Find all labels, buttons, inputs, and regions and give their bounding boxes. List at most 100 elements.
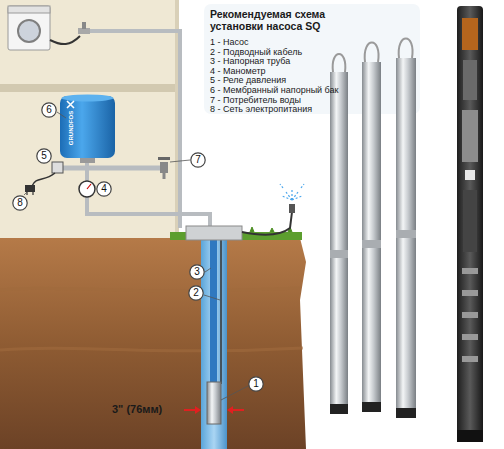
callout-number: 2 [188, 285, 204, 301]
tap [160, 162, 168, 173]
manometer-needle [87, 184, 91, 189]
riser-pipe [210, 240, 217, 382]
pump-intake [396, 230, 416, 238]
leader-line [221, 386, 248, 400]
callout-number: 7 [190, 152, 206, 168]
washing-machine [8, 6, 50, 50]
water-spray [280, 184, 304, 200]
sprinkler [289, 204, 295, 213]
machine-door [18, 20, 40, 42]
arrow-head [227, 406, 233, 414]
legend-entry: 6 - Мембранный напорный бак [210, 85, 390, 95]
machine-panel [8, 6, 50, 13]
legend-panel [204, 4, 420, 114]
cutaway-part [462, 110, 478, 162]
arrow-head [195, 406, 201, 414]
impeller [462, 268, 478, 274]
pump-photos [330, 39, 416, 419]
tap-spout [163, 173, 166, 179]
power-cord [32, 173, 55, 186]
callout-number: 3 [189, 264, 205, 280]
legend-entry: 5 - Реле давления [210, 75, 390, 85]
soil [0, 238, 306, 449]
cutaway-part [463, 60, 477, 100]
faucet-handle [82, 22, 86, 29]
machine-hose [50, 36, 80, 44]
legend-entry: 8 - Сеть электропитания [210, 104, 390, 114]
dimension-arrow [184, 409, 196, 411]
legend-entry: 4 - Манометр [210, 66, 390, 76]
callout-number: 4 [96, 181, 112, 197]
callout-text: 6 [41, 102, 57, 118]
dimension-arrow [232, 409, 244, 411]
power-plug [25, 185, 35, 192]
cutaway-part [463, 190, 477, 252]
pump-cap [362, 402, 381, 412]
machine-body [8, 6, 50, 50]
callout-outline [249, 377, 263, 391]
callout-text: 8 [12, 195, 28, 211]
tap-handle [158, 157, 170, 160]
well-pump [207, 382, 221, 424]
pump-body [396, 58, 416, 414]
supply-pipe [56, 166, 166, 171]
diagram-title: Рекомендуемая схема установки насоса SQ [210, 8, 345, 32]
tank-top [62, 95, 114, 102]
callout-number: 1 [248, 376, 264, 392]
pump-handle [365, 43, 379, 63]
callout-outline [97, 182, 111, 196]
pressure-switch [52, 162, 63, 173]
callout-text: 3 [189, 264, 205, 280]
house [0, 0, 179, 238]
callout-text: 2 [188, 285, 204, 301]
legend-entry: 3 - Напорная труба [210, 56, 390, 66]
pressure-tank [60, 95, 115, 164]
impeller [462, 290, 478, 296]
soil-strata [0, 288, 303, 351]
callout-number: 8 [12, 195, 28, 211]
legend-entry: 2 - Подводный кабель [210, 47, 390, 57]
leader-line [170, 160, 190, 162]
callout-number: 6 [41, 102, 57, 118]
floor-slab [0, 84, 178, 92]
impeller [462, 312, 478, 318]
impeller [462, 356, 478, 362]
brand-logo: GRUNDFOS [67, 103, 75, 153]
leader-line [57, 112, 66, 118]
pump-body [330, 72, 348, 412]
pump-cap [330, 404, 348, 414]
callout-text: 4 [96, 181, 112, 197]
callout-number: 5 [36, 148, 52, 164]
plug-prongs [27, 192, 33, 195]
garden-hose [242, 212, 292, 235]
callout-outline [42, 103, 56, 117]
pump-handle [399, 39, 413, 59]
well-head [186, 226, 242, 240]
legend-entry: 1 - Насос [210, 37, 390, 47]
callout-outline [13, 196, 27, 210]
callout-outline [190, 265, 204, 279]
tank-body [60, 96, 115, 158]
logo-mark [67, 101, 74, 108]
pump-intake [362, 240, 381, 248]
callout-outline [191, 153, 205, 167]
callout-outline [37, 149, 51, 163]
leader-line [204, 295, 220, 300]
legend-entry: 7 - Потребитель воды [210, 95, 390, 105]
leader-line [205, 268, 211, 272]
cutaway-body [457, 6, 483, 442]
pump-intake [330, 250, 348, 258]
impeller [462, 334, 478, 340]
manometer [79, 181, 95, 197]
feed-pipe [87, 163, 210, 236]
well-casing [201, 240, 227, 449]
callout-outline [189, 286, 203, 300]
callout-text: 1 [248, 376, 264, 392]
leader-line [24, 192, 27, 195]
dimension-label: 3" (76мм) [112, 403, 192, 416]
cutaway-part [465, 170, 475, 180]
pump-cutaway [457, 6, 483, 442]
pump-cap [396, 408, 416, 418]
